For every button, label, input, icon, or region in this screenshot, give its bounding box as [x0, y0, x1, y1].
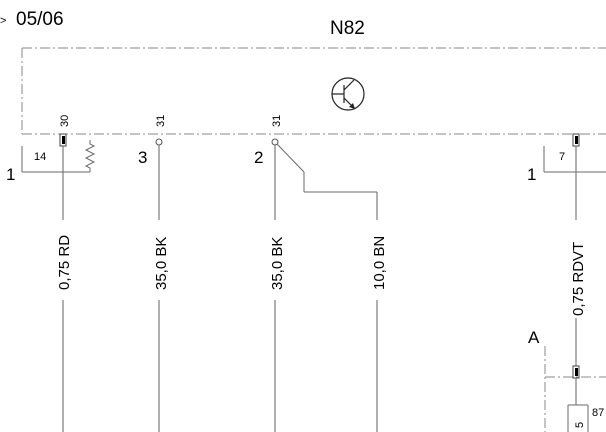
- pin-number: 2: [254, 148, 263, 167]
- header-mark: >: [0, 15, 6, 27]
- connector-label: A: [528, 328, 540, 347]
- transistor-icon: [331, 77, 365, 111]
- wire-label: 35,0 BK: [153, 237, 170, 290]
- pin-number: 3: [138, 148, 147, 167]
- component-name: N82: [330, 18, 365, 39]
- pin-terminal-label: 30: [59, 115, 71, 127]
- connector-pin-number: 5: [574, 422, 586, 428]
- wire-label: 10,0 BN: [371, 236, 388, 290]
- connector-terminal: 87: [592, 407, 604, 419]
- pin-connector: [155, 138, 163, 146]
- wire-label: 0,75 RD: [56, 235, 73, 290]
- wire-label: 0,75 RDVT: [570, 242, 587, 316]
- pin-terminal-label: 31: [271, 115, 283, 127]
- diagram-date: 05/06: [16, 9, 64, 30]
- wire-label: 35,0 BK: [269, 237, 286, 290]
- resistor-icon: [84, 140, 96, 172]
- pin-number: 14: [34, 151, 46, 163]
- pin-side-label: 1: [6, 165, 15, 184]
- pin-terminal-label: 31: [155, 115, 167, 127]
- pin-side-label: 1: [527, 165, 536, 184]
- pin-number: 7: [559, 151, 565, 163]
